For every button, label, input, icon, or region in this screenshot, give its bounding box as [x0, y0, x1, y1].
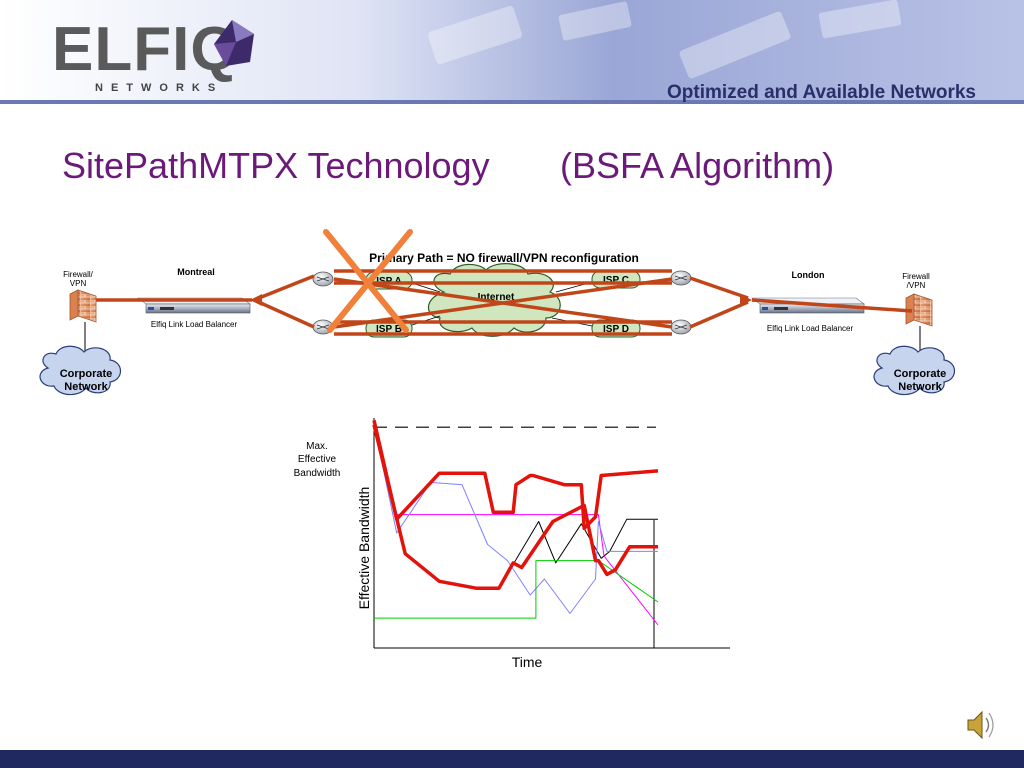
right-uplink [751, 298, 913, 313]
logo-subtitle: NETWORKS [95, 82, 223, 94]
x-axis-label: Time [512, 654, 543, 670]
left-site-name: Montreal [177, 267, 215, 277]
ref-label-1: Max. [306, 441, 328, 452]
left-to-bottom-router [253, 298, 315, 329]
ref-label-3: Bandwidth [294, 468, 341, 479]
isp-c-label: ISP C [603, 275, 629, 286]
left-firewall-label-2: VPN [70, 279, 87, 288]
left-firewall-label-1: Firewall/ [63, 270, 94, 279]
internet-label: Internet [478, 292, 515, 303]
router-top-left-icon [312, 271, 334, 287]
y-axis-label: Effective Bandwidth [356, 487, 372, 610]
right-firewall-label-1: Firewall [902, 272, 930, 281]
left-firewall-icon [69, 289, 97, 323]
left-arrow-icon [250, 294, 262, 306]
bandwidth-chart: Max. Effective Bandwidth Effective Bandw… [294, 418, 730, 670]
primary-path-label: Primary Path = NO firewall/VPN reconfigu… [369, 251, 639, 265]
tagline: Optimized and Available Networks [667, 82, 976, 103]
network-diagram: Firewall/ VPN Corporate Network Montreal… [39, 229, 956, 396]
series-line-5 [373, 424, 658, 614]
cable-decoration-icon [427, 0, 902, 79]
right-firewall-icon [905, 293, 933, 327]
right-corporate-network-cloud [873, 345, 956, 396]
footer-bar [0, 750, 1024, 768]
isp-b-label: ISP B [376, 324, 402, 335]
router-top-right-icon [670, 270, 692, 286]
series-line-6 [374, 560, 659, 619]
title-main: SitePathMTPX Technology [62, 145, 490, 186]
arrowheads [250, 294, 752, 306]
right-arrow-icon [740, 294, 752, 306]
failure-cross-icon [323, 229, 413, 333]
right-network-label-1: Corporate [894, 368, 947, 380]
series-line-2 [372, 419, 659, 531]
path-links [96, 269, 913, 336]
left-to-top-router [253, 274, 315, 302]
isp-d-label: ISP D [603, 324, 629, 335]
left-network-label-2: Network [64, 381, 108, 393]
series-line-4 [373, 420, 659, 626]
router-bottom-right-icon [670, 319, 692, 335]
left-network-label-1: Corporate [60, 368, 113, 380]
logo-text: ELFIQ [52, 15, 240, 84]
header-background [0, 0, 1024, 104]
top-router-to-right [689, 276, 749, 300]
ref-label-2: Effective [298, 454, 337, 465]
logo-gem-icon [214, 20, 254, 66]
series-line-1 [372, 424, 658, 590]
left-corporate-network-cloud [39, 345, 122, 396]
header-rule [0, 100, 1024, 104]
title-algorithm: (BSFA Algorithm) [560, 145, 834, 186]
speaker-icon [967, 710, 994, 740]
right-balancer-label: Elfiq Link Load Balancer [767, 324, 854, 333]
cross-path-up [333, 277, 673, 329]
right-site-name: London [792, 270, 825, 280]
left-balancer-label: Elfiq Link Load Balancer [151, 320, 238, 329]
chart-series [372, 419, 659, 626]
right-firewall-label-2: /VPN [907, 281, 926, 290]
header-banner: ELFIQ NETWORKS Optimized and Available N… [0, 0, 1024, 104]
right-network-label-2: Network [898, 381, 942, 393]
speaker-button[interactable] [962, 706, 998, 746]
bottom-router-to-right [689, 300, 749, 329]
